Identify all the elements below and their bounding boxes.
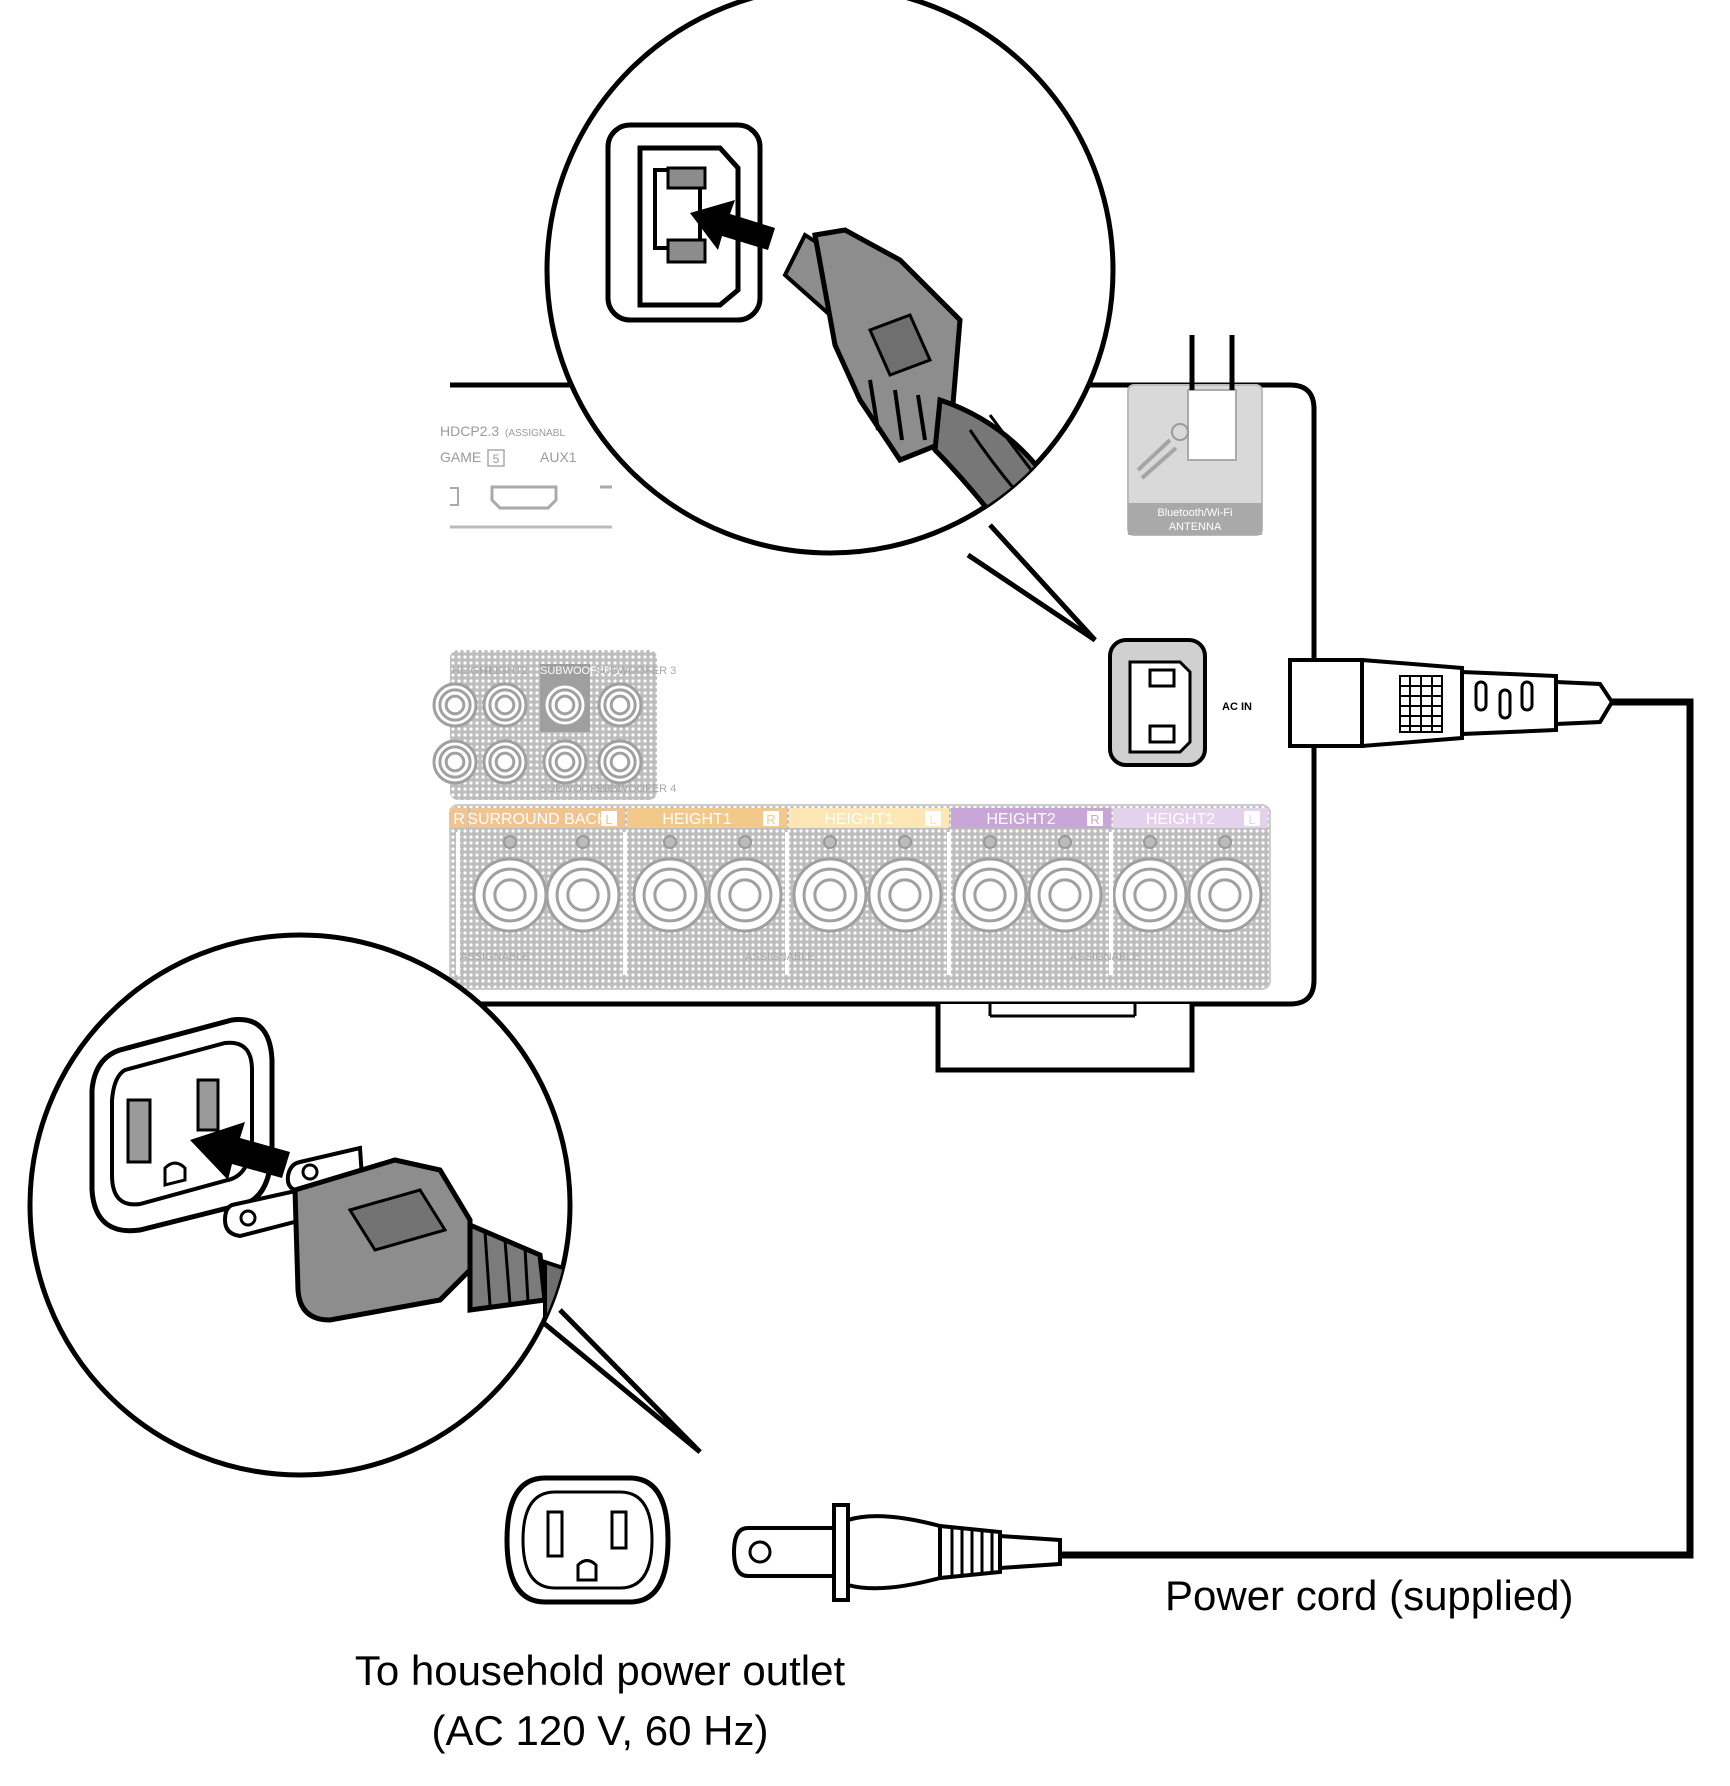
subwoofer-jack [432,739,478,785]
wall-outlet-icon [504,1475,671,1605]
antenna-label-1: Bluetooth/Wi-Fi [1157,507,1232,519]
speaker-binding-post [545,857,621,933]
speaker-binding-post [472,857,548,933]
speaker-header-label: HEIGHT2 [986,811,1055,828]
subwoofer-jack [542,739,588,785]
outlet-caption-line1: To household power outlet [354,1647,846,1694]
height1-small-label: HEIGHT1 [452,665,500,677]
speaker-channel-tag: R [1090,812,1099,827]
subwoofer-jack [432,682,478,728]
height2-l-header: HEIGHT2 L [1113,808,1268,828]
speaker-channel-tag: L [1248,812,1255,827]
wall-plug [731,1503,1062,1602]
assignable-label: ASSIGNABLE [745,951,815,963]
height2-small-label: HEIGHT2 [480,665,528,677]
subwoofer-jack [542,682,588,728]
subwoofer4-label: SUBWOOFER 4 [595,783,676,795]
subwoofer-jack [482,682,528,728]
power-cord [1060,698,1694,1559]
subwoofer2-label: SUBWOOFER 2 [540,783,621,795]
ac-in-magnifier [544,0,1116,643]
speaker-channel-tag: L [929,812,936,827]
speaker-binding-post [1187,857,1263,933]
game-label: GAME [440,449,481,465]
subwoofer3-label: SUBWOOFER 3 [595,665,676,677]
speaker-binding-post [1112,857,1188,933]
speaker-binding-post [707,857,783,933]
ac-in-socket[interactable]: AC IN [1108,638,1252,767]
assignable-paren-label: (ASSIGNABL [505,428,565,439]
subwoofer-jack [597,739,643,785]
speaker-header-label: HEIGHT1 [662,811,731,828]
speaker-header-label: SURROUND BACK [467,811,608,828]
outlet-caption-line2: (AC 120 V, 60 Hz) [431,1707,769,1754]
hdmi-strip: HDCP2.3 (ASSIGNABL GAME 5 AUX1 [440,423,612,529]
speaker-header-label: HEIGHT2 [1146,811,1215,828]
wall-outlet-magnifier [27,932,702,1478]
surround-back-r-header: R [450,808,468,828]
subwoofer1-label: SUBWOOFER 1 [540,665,621,677]
power-cord-caption: Power cord (supplied) [1165,1572,1574,1619]
antenna-block: Bluetooth/Wi-Fi ANTENNA [1127,335,1263,536]
speaker-channel-tag: L [605,812,612,827]
receiver-rear-panel: Bluetooth/Wi-Fi ANTENNA HDCP2.3 (ASSIGNA… [432,335,1317,1073]
iec-connector [1288,657,1615,749]
assignable-label: ASSIGNABLE [1070,951,1140,963]
aux1-label: AUX1 [540,449,577,465]
hdcp-label: HDCP2.3 [440,423,499,439]
speaker-channel-tag: R [766,812,775,827]
height1-l-header: HEIGHT1 L [789,808,949,828]
subwoofer-jack [597,682,643,728]
antenna-label-2: ANTENNA [1169,521,1222,533]
speaker-header-label: HEIGHT1 [824,811,893,828]
outlet-caption: To household power outlet (AC 120 V, 60 … [280,1650,920,1770]
speaker-binding-post [867,857,943,933]
speaker-binding-post [1027,857,1103,933]
game-number: 5 [493,452,500,466]
subwoofer-block: HEIGHT1 HEIGHT2 SUBWOOFER 1 SUBWOOFER 3 … [432,650,676,800]
assignable-label: ASSIGNABLE [460,951,530,963]
speaker-binding-post [952,857,1028,933]
subwoofer-jack [482,739,528,785]
height1-r-header: HEIGHT1 R [627,808,787,828]
speaker-binding-post [792,857,868,933]
speaker-binding-post [632,857,708,933]
height2-r-header: HEIGHT2 R [951,808,1111,828]
ac-in-label: AC IN [1222,701,1252,713]
speaker-header-label: R [453,811,465,828]
